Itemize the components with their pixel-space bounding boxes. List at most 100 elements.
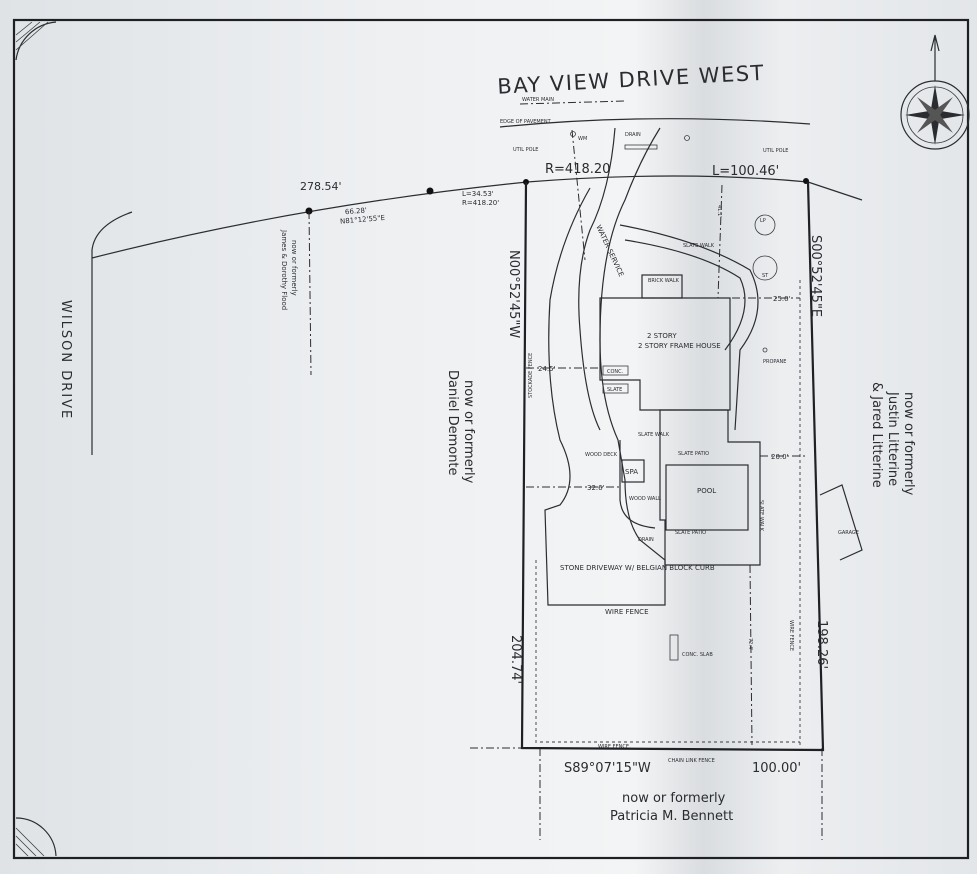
- chain-link-fence-label: CHAIN LINK FENCE: [668, 758, 715, 764]
- concrete-slab: [669, 634, 679, 661]
- svg-text:& Jared Litterine: & Jared Litterine: [869, 382, 884, 488]
- wire-fence-bottom-label: WIRE FENCE: [598, 744, 629, 750]
- slate-patio-top-label: SLATE PATIO: [678, 451, 709, 457]
- neighbor-south: now or formerly Patricia M. Bennett: [610, 791, 733, 824]
- house-outline: [599, 297, 731, 411]
- front-property-line: [91, 175, 863, 259]
- front-arc-radius: R=418.20': [462, 199, 499, 207]
- slate-walk-right-label: SLATE WALK: [758, 500, 764, 532]
- svg-text:now or formerly: now or formerly: [290, 240, 298, 296]
- svg-text:Patricia M. Bennett: Patricia M. Bennett: [610, 809, 733, 824]
- brick-walk-label: BRICK WALK: [648, 278, 680, 284]
- water-service-line: [571, 129, 586, 261]
- conc-label: CONC.: [607, 369, 624, 375]
- water-service-label: WATER SERVICE: [594, 224, 625, 278]
- edge-of-pavement-label: EDGE OF PAVEMENT: [500, 119, 552, 125]
- svg-text:James & Dorothy Flood: James & Dorothy Flood: [280, 229, 288, 310]
- east-bearing: S00°52'45"E: [808, 235, 823, 317]
- wire-fence-label: WIRE FENCE: [605, 608, 649, 616]
- neighbor-boundary-line: [308, 210, 312, 376]
- drawing-border: [12, 18, 970, 860]
- wood-deck-label: WOOD DECK: [585, 452, 618, 458]
- front-dim-line: [717, 184, 723, 299]
- driveway-label: STONE DRIVEWAY W/ BELGIAN BLOCK CURB: [560, 564, 715, 572]
- neighbor-garage: [819, 484, 863, 561]
- west-distance: 204.74': [508, 635, 523, 684]
- rear-setback-line: [749, 564, 753, 746]
- septic-tank-icon: ST: [752, 255, 778, 281]
- rear-setback: 72.4': [747, 638, 753, 651]
- pool: [665, 464, 749, 531]
- lp-tank-icon: LP: [754, 214, 776, 236]
- slate-walk-curve: [619, 224, 759, 431]
- curve-length: L=100.46': [712, 164, 779, 179]
- street-title: BAY VIEW DRIVE WEST: [497, 61, 766, 99]
- south-bearing: S89°07'15"W: [564, 761, 651, 776]
- left-setback: 24.5': [538, 365, 556, 373]
- driveway-inner-curb: [578, 127, 616, 431]
- drain-label-road: DRAIN: [625, 132, 641, 138]
- garage-label: GARAGE: [838, 530, 859, 536]
- spa-setback: 32.6': [587, 484, 605, 492]
- propane-icon: [762, 347, 768, 353]
- north-arrow-compass-icon: [900, 34, 970, 150]
- svg-text:now or formerly: now or formerly: [622, 791, 726, 806]
- wood-wall-label: WOOD WALL: [629, 496, 661, 502]
- front-segment-bearing: N81°12'55"E: [340, 214, 386, 226]
- east-distance: 198.26': [814, 620, 829, 669]
- south-distance: 100.00': [752, 761, 801, 776]
- slate-walk-curve-inner: [624, 239, 746, 351]
- spa-label: SPA: [625, 468, 638, 476]
- lot-boundary: [520, 181, 825, 752]
- corner-ornament-top-left-icon: [15, 21, 57, 61]
- conc-slab-label: CONC. SLAB: [682, 652, 713, 658]
- front-line-total: 278.54': [300, 180, 342, 193]
- concrete-step: [602, 365, 629, 376]
- slate-patio: [659, 409, 761, 566]
- svg-text:Daniel Demonte: Daniel Demonte: [445, 370, 460, 476]
- slate-walk-label: SLATE WALK: [683, 243, 715, 249]
- west-bearing: N00°52'45"W: [506, 250, 521, 338]
- corner-ornament-bottom-left-icon: [15, 817, 57, 857]
- wood-wall: [619, 440, 656, 529]
- front-setback: 25.0': [773, 295, 791, 303]
- monument-marker: [426, 187, 434, 195]
- neighbor-north-west: now or formerly James & Dorothy Flood: [280, 229, 298, 310]
- pool-setback: 20.0': [771, 453, 789, 461]
- manhole-icon: [684, 135, 690, 141]
- curve-radius: R=418.20: [545, 162, 610, 177]
- slate-step: [602, 383, 629, 394]
- neighbor-east: now or formerly Justin Litterine & Jared…: [869, 382, 916, 496]
- driveway-outline: [544, 127, 666, 606]
- propane-label: PROPANE: [763, 359, 786, 365]
- svg-text:LP: LP: [760, 218, 766, 224]
- edge-of-pavement-line: [499, 118, 811, 128]
- pool-label: POOL: [697, 487, 716, 495]
- front-segment-length: 66.28': [345, 206, 368, 216]
- slate-patio-bottom-label: SLATE PATIO: [675, 530, 706, 536]
- rear-neighbor-boundary: [539, 748, 823, 840]
- svg-text:now or formerly: now or formerly: [901, 392, 916, 496]
- wilson-drive-curb: [91, 211, 133, 455]
- water-main-line: [519, 100, 626, 105]
- fence-lines: [535, 280, 801, 745]
- util-pole-label-left: UTIL POLE: [513, 147, 538, 153]
- wire-fence-right-label: WIRE FENCE: [788, 620, 794, 651]
- side-street-label: WILSON DRIVE: [58, 300, 73, 420]
- road-drain: [624, 144, 658, 150]
- front-arc-length: L=34.53': [462, 190, 494, 198]
- water-main-label: WATER MAIN: [522, 97, 554, 103]
- front-dim: 41.1': [716, 205, 722, 218]
- drain-label: DRAIN: [638, 537, 654, 543]
- util-pole-label-right: UTIL POLE: [763, 148, 788, 154]
- stockade-fence-label: STOCKADE FENCE: [528, 353, 534, 398]
- spa: [621, 459, 645, 483]
- slate-walk-mid-label: SLATE WALK: [638, 432, 670, 438]
- svg-text:ST: ST: [762, 273, 769, 279]
- neighbor-west: now or formerly Daniel Demonte: [445, 370, 476, 484]
- svg-text:now or formerly: now or formerly: [461, 380, 476, 484]
- wm-label: WM: [578, 136, 587, 142]
